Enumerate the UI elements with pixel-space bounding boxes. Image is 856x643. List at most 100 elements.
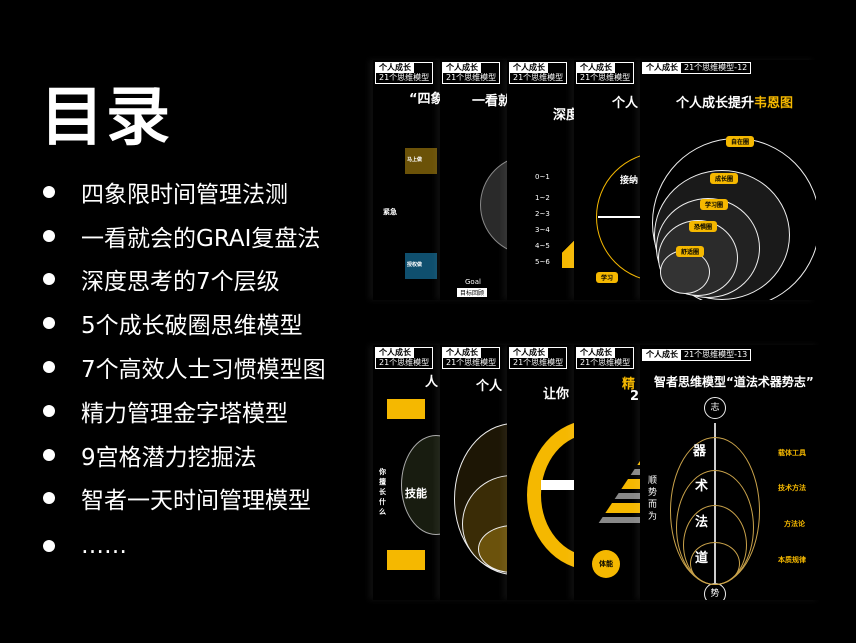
bullet-icon bbox=[43, 492, 55, 505]
level-label: 0~1 bbox=[535, 173, 550, 181]
quadrant-box: 授权做 bbox=[405, 253, 437, 279]
pyramid-shape bbox=[562, 228, 577, 268]
list-item: …… bbox=[40, 524, 326, 568]
slide-subtitle: 2 bbox=[630, 389, 640, 404]
circle-label: 自在圈 bbox=[726, 136, 755, 147]
item-label: 智者一天时间管理模型 bbox=[81, 488, 311, 515]
bullet-icon bbox=[43, 273, 55, 286]
right-label: 本质规律 bbox=[778, 556, 806, 564]
list-item: 四象限时间管理法测 bbox=[40, 170, 326, 214]
circle-label: 成长圈 bbox=[710, 173, 739, 184]
level-label: 1~2 bbox=[535, 194, 550, 202]
semicircle bbox=[480, 155, 510, 255]
list-item: 智者一天时间管理模型 bbox=[40, 477, 326, 521]
right-label: 技术方法 bbox=[778, 484, 806, 492]
slide-title: 智者思维模型“道法术器势志” bbox=[654, 375, 814, 389]
slide-title: 深度 bbox=[553, 108, 577, 123]
bullet-icon bbox=[43, 229, 55, 242]
side-label: 顺势而为 bbox=[648, 476, 658, 522]
slide-title-highlight: 韦恩图 bbox=[754, 96, 794, 111]
item-label: 9宫格潜力挖掘法 bbox=[81, 444, 257, 471]
divider bbox=[598, 216, 644, 218]
list-item: 一看就会的GRAI复盘法 bbox=[40, 214, 326, 258]
pyramid bbox=[596, 455, 644, 527]
item-label: 一看就会的GRAI复盘法 bbox=[81, 225, 321, 252]
skill-label: 技能 bbox=[405, 487, 427, 500]
slide-title: 个人 bbox=[612, 96, 639, 111]
level-label: 3~4 bbox=[535, 226, 550, 234]
level-label: 法 bbox=[695, 515, 709, 530]
note-box bbox=[387, 399, 425, 419]
page-title: 目录 bbox=[40, 81, 172, 155]
axis-label: 紧急 bbox=[383, 208, 397, 216]
slide-title: 个人 bbox=[476, 379, 503, 394]
item-label: 7个高效人士习惯模型图 bbox=[81, 357, 326, 384]
list-item: 7个高效人士习惯模型图 bbox=[40, 345, 326, 389]
list-item: 精力管理金字塔模型 bbox=[40, 389, 326, 433]
list-item: 深度思考的7个层级 bbox=[40, 258, 326, 302]
bullet-icon bbox=[43, 404, 55, 417]
slide-title: 人 bbox=[425, 375, 439, 390]
circle-label: 学习圈 bbox=[700, 199, 729, 210]
item-label: 精力管理金字塔模型 bbox=[81, 400, 288, 427]
slide-title: 个人成长提升 bbox=[676, 96, 755, 111]
note-box bbox=[387, 550, 425, 570]
bullet-icon bbox=[43, 317, 55, 330]
quadrant-box: 马上做 bbox=[405, 148, 437, 174]
ring bbox=[527, 420, 577, 570]
energy-circle: 体能 bbox=[592, 550, 620, 578]
slide-title: 一看就 bbox=[472, 94, 510, 109]
list-item: 9宫格潜力挖掘法 bbox=[40, 433, 326, 477]
bullet-icon bbox=[43, 540, 55, 553]
right-label: 载体工具 bbox=[778, 449, 806, 457]
level-label: 4~5 bbox=[535, 242, 550, 250]
level-label: 2~3 bbox=[535, 210, 550, 218]
ellipse bbox=[690, 542, 740, 585]
list-item: 5个成长破圈思维模型 bbox=[40, 301, 326, 345]
goal-box: 目标回顾 bbox=[457, 288, 488, 297]
circle-label: 恐惧圈 bbox=[689, 221, 718, 232]
bullet-icon bbox=[43, 361, 55, 374]
top-circle: 志 bbox=[704, 397, 726, 419]
bullet-icon bbox=[43, 185, 55, 198]
slide-title: 让你 bbox=[543, 387, 570, 402]
bar bbox=[541, 480, 577, 490]
level-label: 道 bbox=[695, 551, 709, 566]
bottom-circle: 势 bbox=[704, 583, 726, 600]
right-label: 方法论 bbox=[784, 520, 805, 528]
goal-label: Goal bbox=[465, 278, 481, 286]
accept-label: 接纳 bbox=[620, 176, 639, 186]
slide-title: 精 bbox=[622, 377, 636, 392]
level-label: 器 bbox=[693, 444, 707, 459]
slide-title: “四象 bbox=[409, 92, 443, 107]
circle-label: 舒适圈 bbox=[676, 246, 705, 257]
bullet-icon bbox=[43, 448, 55, 461]
venn-circle bbox=[660, 250, 710, 294]
item-label: 5个成长破圈思维模型 bbox=[81, 313, 303, 340]
item-label: 深度思考的7个层级 bbox=[81, 269, 280, 296]
side-label: 你擅长什么 bbox=[379, 468, 386, 516]
learn-tag: 学习 bbox=[596, 272, 619, 283]
item-label: 四象限时间管理法测 bbox=[81, 181, 288, 208]
item-label: …… bbox=[81, 533, 127, 560]
level-label: 5~6 bbox=[535, 258, 550, 266]
